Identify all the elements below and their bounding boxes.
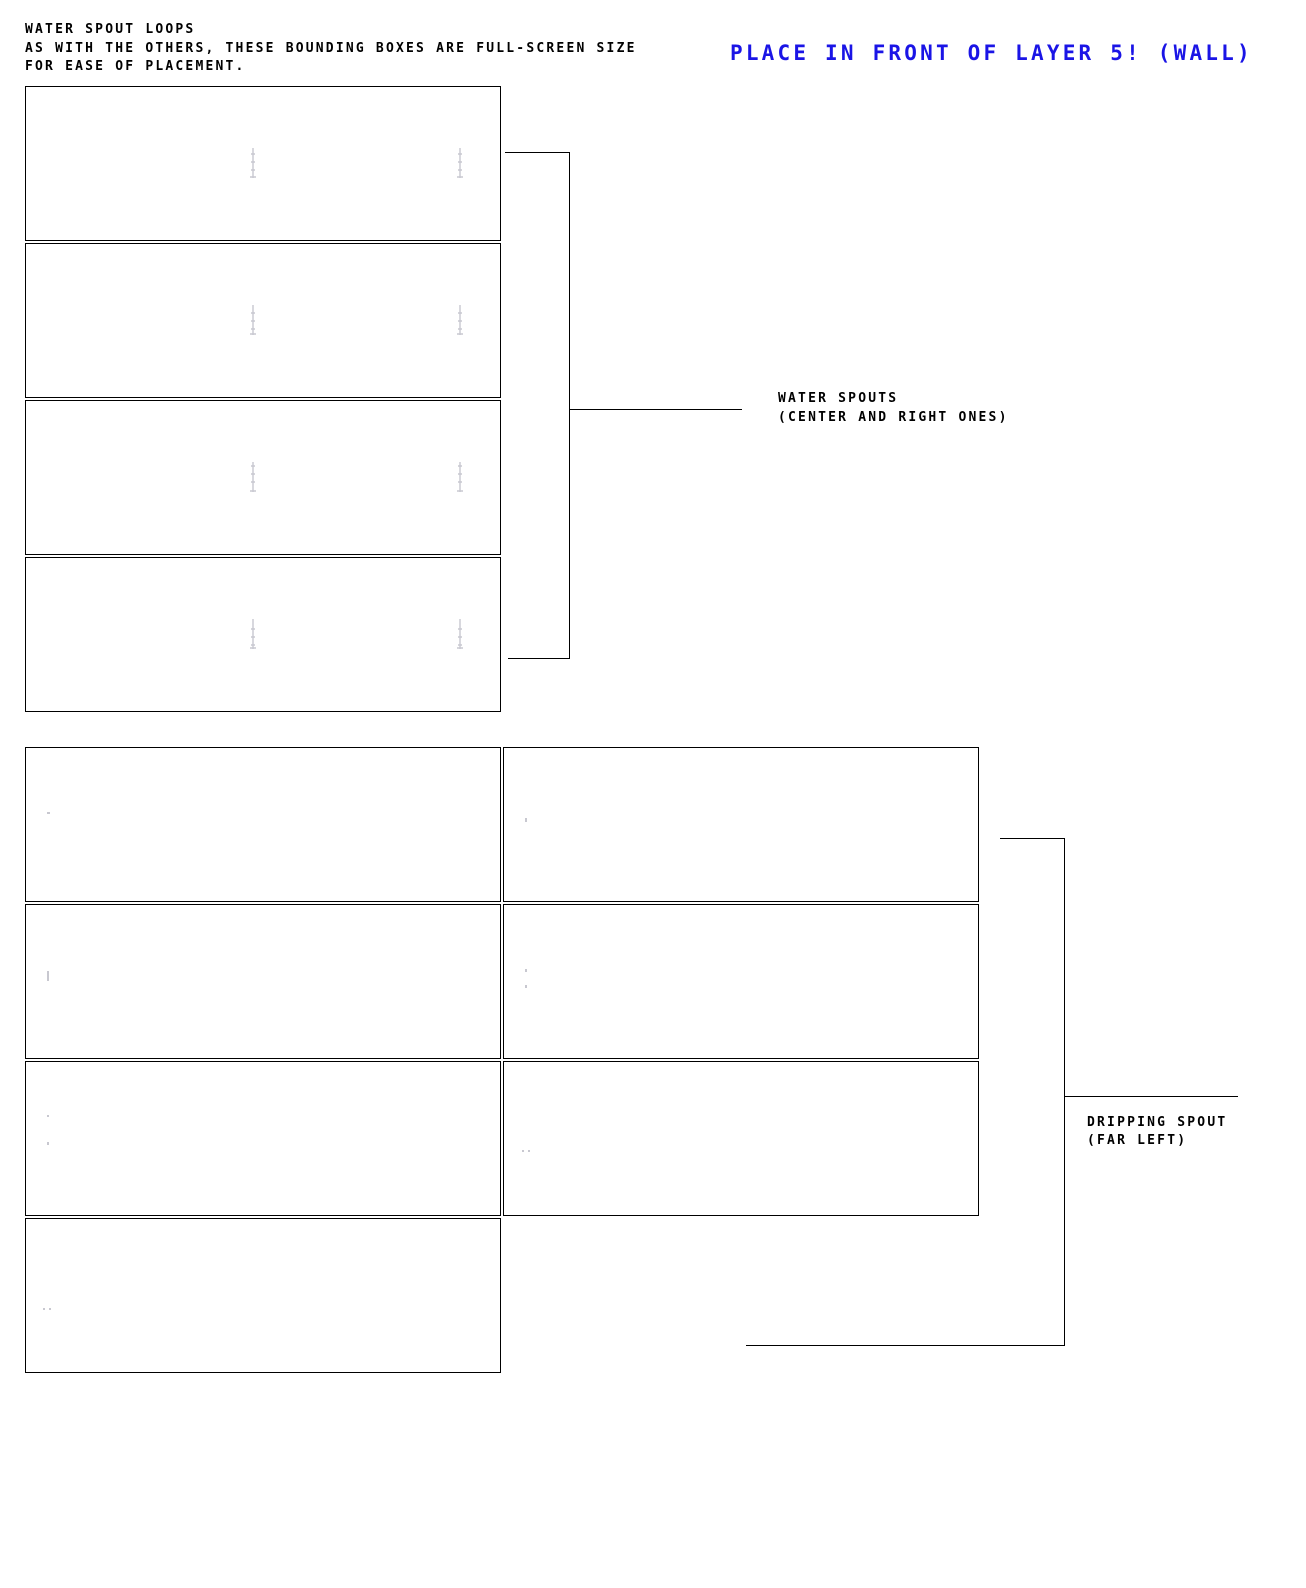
drip-sprite: [528, 1150, 530, 1152]
water-spouts-label: Water spouts: [778, 391, 899, 406]
dripping-spout-frame-3: [25, 904, 501, 1059]
water-spout-sprite-right: [457, 305, 463, 335]
water-spout-sprite-right: [457, 462, 463, 492]
dripping-spout-label: Dripping spout: [1087, 1115, 1228, 1130]
dripping-spout-frame-1: [25, 747, 501, 902]
dripping-spout-frame-5: [25, 1061, 501, 1216]
dripping-spout-sublabel: (far left): [1087, 1133, 1188, 1148]
dripping-spout-frame-2: [503, 747, 979, 902]
placement-note: Place in front of layer 5! (Wall): [730, 41, 1253, 65]
water-spout-sprite-center: [250, 305, 256, 335]
drip-sprite: [43, 1308, 45, 1310]
drip-sprite: [525, 969, 527, 972]
drip-sprite: [47, 1115, 49, 1117]
drip-sprite: [47, 971, 49, 981]
drip-sprite: [522, 1150, 524, 1152]
page-title: Water spout loops: [25, 22, 196, 37]
water-spout-sprite-center: [250, 462, 256, 492]
water-spout-frame-3: [25, 400, 501, 555]
water-spouts-sublabel: (center and right ones): [778, 410, 1009, 425]
drip-sprite: [49, 1308, 51, 1310]
water-spout-frame-4: [25, 557, 501, 712]
note-line-1: As with the others, these bounding boxes…: [25, 41, 637, 56]
water-spout-frame-1: [25, 86, 501, 241]
water-spout-sprite-right: [457, 148, 463, 178]
dripping-spout-frame-7: [25, 1218, 501, 1373]
dripping-spout-frame-4: [503, 904, 979, 1059]
drip-sprite: [525, 985, 527, 988]
water-spout-sprite-center: [250, 619, 256, 649]
drip-sprite: [525, 818, 527, 822]
water-spout-sprite-center: [250, 148, 256, 178]
water-spout-sprite-right: [457, 619, 463, 649]
drip-sprite: [47, 1142, 49, 1145]
drip-sprite: [47, 812, 50, 814]
dripping-spout-frame-6: [503, 1061, 979, 1216]
water-spout-frame-2: [25, 243, 501, 398]
note-line-2: for ease of placement.: [25, 59, 246, 74]
